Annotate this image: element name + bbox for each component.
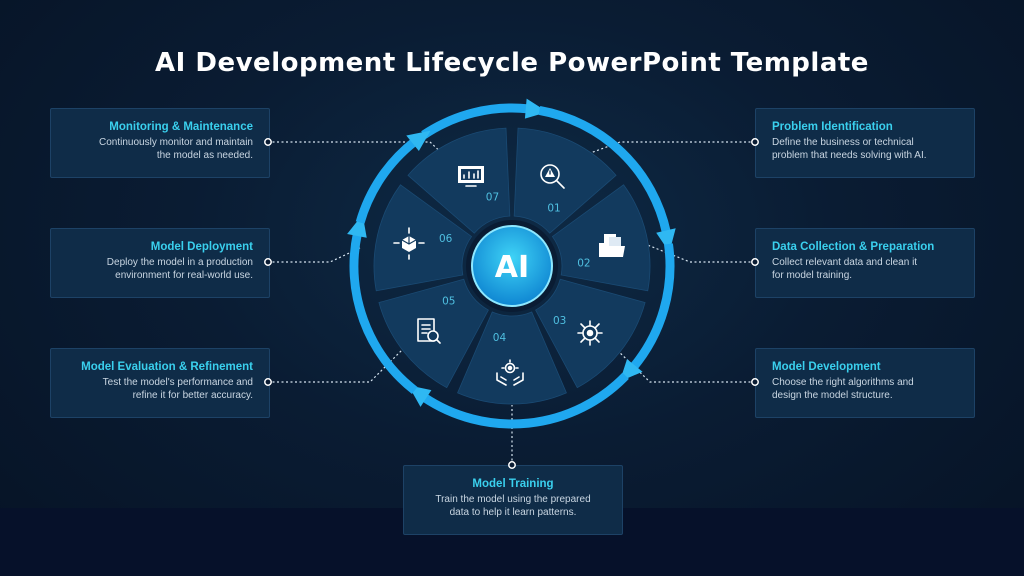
clipboard-search-icon (417, 318, 441, 344)
cube-arrows-icon (393, 227, 425, 260)
ring-arc (421, 103, 529, 139)
search-alert-icon (540, 164, 565, 189)
segment-06[interactable] (373, 184, 473, 292)
ring-arrowhead (406, 130, 431, 151)
card-title: Data Collection & Preparation (772, 241, 935, 253)
gear-network-icon (577, 320, 603, 346)
segment-number: 06 (439, 233, 453, 245)
segment-number: 02 (577, 257, 590, 269)
card-title: Monitoring & Maintenance (109, 121, 253, 133)
segment-number: 01 (547, 203, 560, 215)
hub-label: AI (495, 250, 529, 285)
segment-number: 05 (442, 295, 455, 307)
ring-arc (538, 105, 671, 235)
card-data[interactable]: Data Collection & Preparation Collect re… (755, 228, 975, 298)
folder-documents-icon (599, 234, 625, 257)
ring-arc (355, 137, 418, 224)
card-development[interactable]: Model Development Choose the right algor… (755, 348, 975, 418)
segment-number: 04 (493, 332, 507, 344)
page-title: AI Development Lifecycle PowerPoint Temp… (155, 48, 869, 78)
ai-hub (471, 225, 553, 307)
segments: 01 02 03 04 05 06 07 (373, 127, 651, 405)
ring-arc (629, 243, 675, 371)
card-title: Model Training (472, 478, 554, 490)
card-problem[interactable]: Problem Identification Define the busine… (755, 108, 975, 178)
hands-gear-icon (496, 359, 524, 386)
card-title: Problem Identification (772, 121, 893, 133)
card-title: Model Development (772, 361, 881, 373)
card-monitoring[interactable]: Monitoring & Maintenance Continuously mo… (50, 108, 270, 178)
ring-arc (349, 232, 418, 395)
segment-04[interactable] (457, 311, 567, 405)
ring-arc (421, 372, 629, 429)
cycle-ring (347, 98, 676, 429)
card-training[interactable]: Model Training Train the model using the… (403, 465, 623, 535)
segment-02[interactable] (551, 184, 651, 292)
card-title: Model Evaluation & Refinement (81, 361, 253, 373)
card-title: Model Deployment (150, 241, 253, 253)
monitor-chart-icon (458, 166, 484, 187)
segment-01[interactable] (513, 127, 617, 234)
segment-number: 03 (553, 315, 566, 327)
card-deployment[interactable]: Model Deployment Deploy the model in a p… (50, 228, 270, 298)
segment-number: 07 (486, 192, 499, 204)
connector-dots (264, 138, 759, 469)
